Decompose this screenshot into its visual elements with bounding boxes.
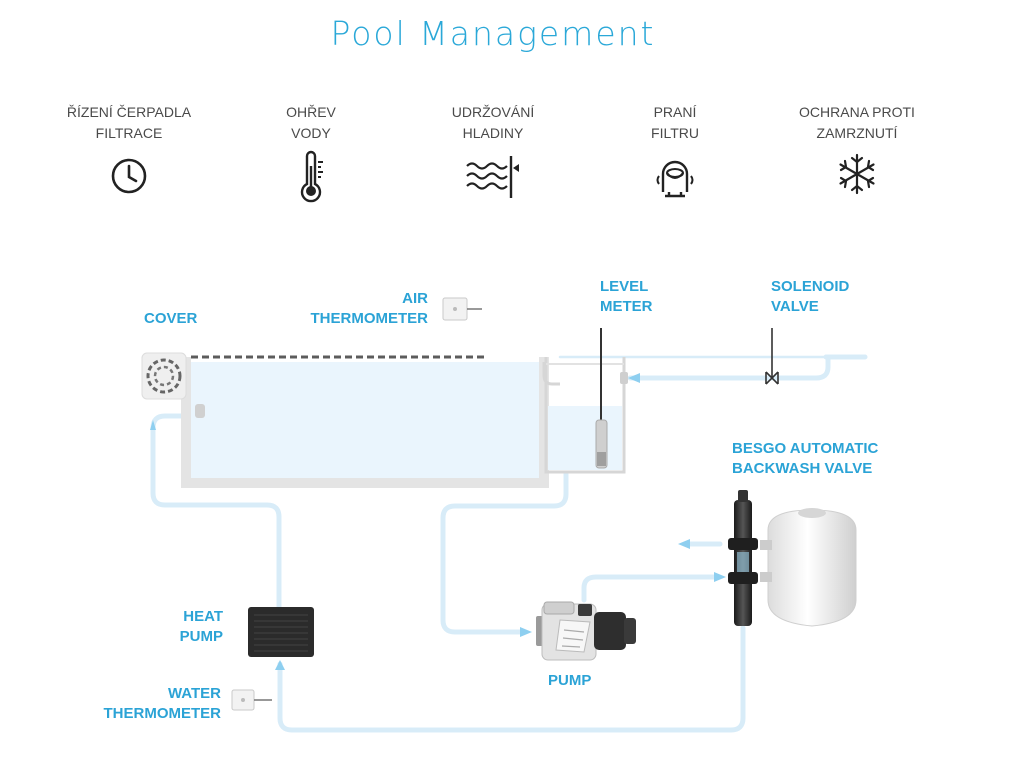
pipe-refill-line — [627, 354, 868, 381]
pump-icon — [536, 601, 636, 661]
feature-level-maintenance: UDRŽOVÁNÍ HLADINY — [408, 102, 578, 200]
thermometer-icon — [300, 150, 323, 203]
feature-label: PRANÍ FILTRU — [651, 104, 699, 141]
pipe-pump-to-valve — [581, 574, 721, 603]
feature-frost-protection: OCHRANA PROTI ZAMRZNUTÍ — [772, 102, 942, 196]
water-level-icon — [466, 156, 519, 198]
flow-arrow-into-pump — [520, 627, 532, 637]
heat-pump-icon — [248, 607, 314, 657]
water-thermometer-icon — [231, 689, 272, 711]
label-besgo-valve: BESGO AUTOMATIC BACKWASH VALVE — [732, 440, 879, 477]
pipe-valve-to-heatpump — [277, 625, 746, 733]
level-meter-probe-icon — [595, 328, 608, 469]
feature-label: UDRŽOVÁNÍ HLADINY — [451, 104, 535, 141]
air-thermometer-icon — [442, 297, 482, 321]
label-air-thermometer: AIR THERMOMETER — [310, 290, 429, 327]
clock-icon — [111, 158, 147, 194]
label-heat-pump: HEAT PUMP — [179, 608, 223, 645]
flow-arrow-into-valve — [714, 572, 726, 582]
feature-label: OCHRANA PROTI ZAMRZNUTÍ — [799, 104, 915, 141]
page-title: Pool Management — [330, 14, 656, 53]
pipe-heatpump-to-pool — [150, 413, 282, 615]
pipe-skimmer-to-pump — [440, 471, 569, 635]
balance-tank — [542, 357, 628, 474]
sand-filter-tank-icon — [760, 508, 857, 627]
flow-arrow-waste — [678, 539, 690, 549]
pipe-network — [150, 354, 868, 733]
feature-label: OHŘEV VODY — [286, 104, 336, 141]
snowflake-icon — [839, 153, 875, 195]
feature-water-heating: OHŘEV VODY — [226, 102, 396, 204]
filter-wash-icon — [656, 160, 694, 198]
feature-filter-wash: PRANÍ FILTRU — [590, 102, 760, 198]
pool-inlet-nozzle — [195, 404, 205, 418]
flow-arrow-refill — [628, 373, 640, 383]
pool-basin — [181, 355, 549, 488]
label-solenoid-valve: SOLENOID VALVE — [771, 278, 850, 315]
feature-pump-control: ŘÍZENÍ ČERPADLA FILTRACE — [44, 102, 214, 196]
label-cover: COVER — [144, 310, 198, 327]
solenoid-valve-icon — [765, 328, 779, 385]
cover-roller-icon — [141, 352, 187, 400]
besgo-backwash-valve-icon — [728, 490, 758, 626]
label-water-thermometer: WATER THERMOMETER — [103, 685, 222, 722]
flow-arrow-up-heatpump — [275, 660, 285, 670]
flow-arrow-up-left — [150, 420, 156, 430]
feature-label: ŘÍZENÍ ČERPADLA FILTRACE — [66, 104, 192, 141]
label-pump: PUMP — [548, 672, 592, 689]
label-level-meter: LEVEL METER — [600, 278, 653, 315]
